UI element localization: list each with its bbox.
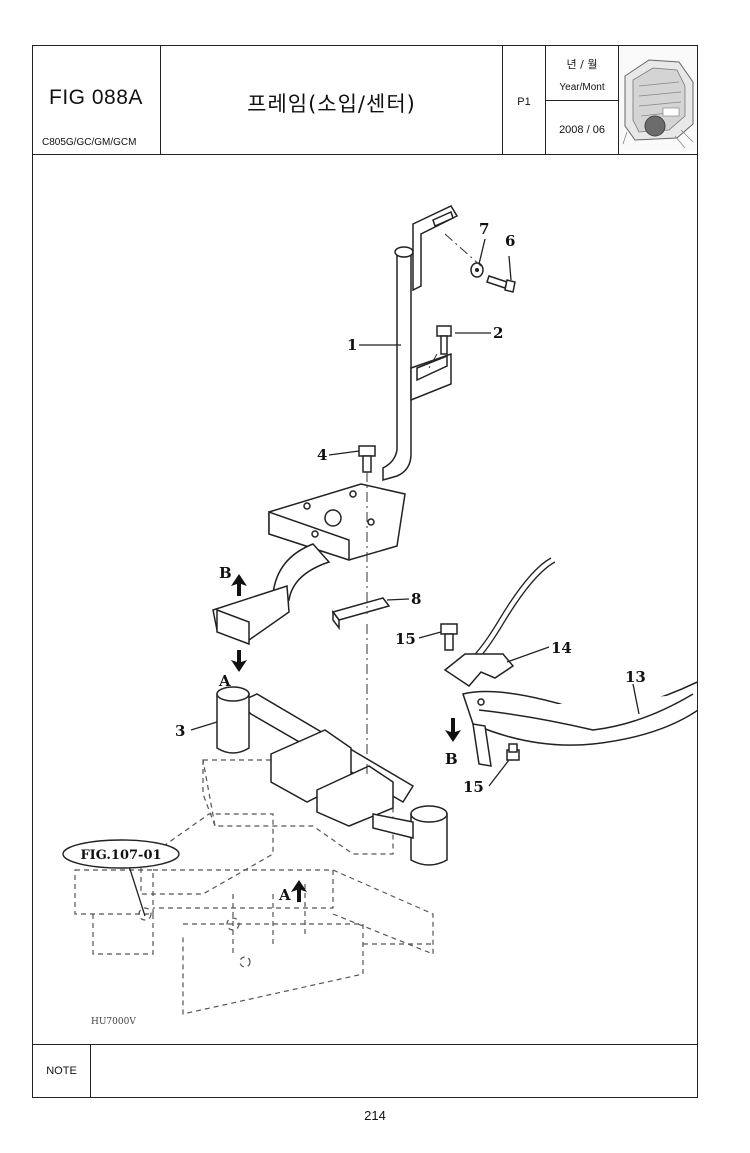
machine-thumbnail-cell [619, 46, 699, 154]
callout-8: 8 [411, 590, 421, 608]
year-month-korean: 년 / 월 [566, 58, 598, 71]
note-row: NOTE [33, 1044, 697, 1097]
callout-7: 7 [479, 220, 489, 238]
drawing-code: HU7000V [91, 1017, 136, 1027]
callout-2: 2 [493, 324, 503, 342]
part-1-vertical-pipe [212, 205, 459, 646]
title-cell: 프레임(소입/센터) [161, 46, 503, 154]
direction-label-b-upper: B [219, 564, 232, 582]
direction-label-b-right: B [445, 750, 458, 768]
page-number: 214 [364, 1108, 386, 1123]
bolt-part-4 [358, 445, 376, 473]
bolt-part-15-upper [440, 623, 458, 651]
part-8-shim [331, 597, 391, 631]
callout-15-lower: 15 [463, 778, 484, 796]
callout-leaders [128, 238, 640, 917]
model-list: C805G/GC/GM/GCM [42, 137, 137, 148]
bolt-part-6 [486, 275, 516, 293]
reference-fig-badge: FIG.107-01 [62, 839, 180, 869]
page-title: 프레임(소입/센터) [247, 92, 416, 116]
bolt-center-lines [428, 233, 482, 369]
combine-harvester-thumbnail [619, 46, 697, 150]
callout-6: 6 [505, 232, 515, 250]
parts-catalog-sheet: FIG 088A C805G/GC/GM/GCM 프레임(소입/센터) P1 년… [32, 45, 724, 1098]
direction-labels: B A B A [218, 564, 458, 904]
bolt-part-15-lower [506, 743, 520, 761]
reference-frame-outline [74, 759, 434, 1015]
year-month-label-box: 년 / 월 Year/Mont [546, 46, 618, 101]
callout-13: 13 [625, 668, 646, 686]
fastener-bolts [358, 262, 520, 761]
callout-14: 14 [551, 639, 572, 657]
callout-4: 4 [317, 446, 327, 464]
page-ref: P1 [517, 96, 531, 108]
washer-part-7 [470, 262, 484, 278]
year-month-english: Year/Mont [559, 82, 605, 93]
fig-code-cell: FIG 088A C805G/GC/GM/GCM [33, 46, 161, 154]
page-ref-cell: P1 [503, 46, 546, 154]
direction-arrows [231, 574, 461, 902]
callout-15-upper: 15 [395, 630, 416, 648]
note-label: NOTE [33, 1045, 91, 1097]
bolt-part-2 [436, 325, 452, 355]
part-3-cross-frame [216, 686, 448, 866]
reference-fig-label: FIG.107-01 [80, 848, 161, 863]
year-month-cell: 년 / 월 Year/Mont 2008 / 06 [546, 46, 619, 154]
fig-code: FIG 088A [49, 86, 143, 109]
callout-numbers: 1 2 3 4 6 7 8 13 14 15 15 [175, 220, 646, 796]
frame-exploded-view: 1 2 3 4 6 7 8 13 14 15 15 B A B A FIG.10… [62, 205, 724, 1027]
exploded-parts-diagram: 1 2 3 4 6 7 8 13 14 15 15 B A B A FIG.10… [33, 154, 724, 1046]
header-block: FIG 088A C805G/GC/GM/GCM 프레임(소입/센터) P1 년… [33, 46, 697, 155]
part-13-14-guide-assembly [443, 557, 724, 767]
callout-1: 1 [347, 336, 357, 354]
direction-label-a-left: A [218, 672, 231, 690]
issue-date: 2008 / 06 [559, 124, 605, 136]
direction-label-a-lower: A [278, 886, 291, 904]
callout-3: 3 [175, 722, 185, 740]
